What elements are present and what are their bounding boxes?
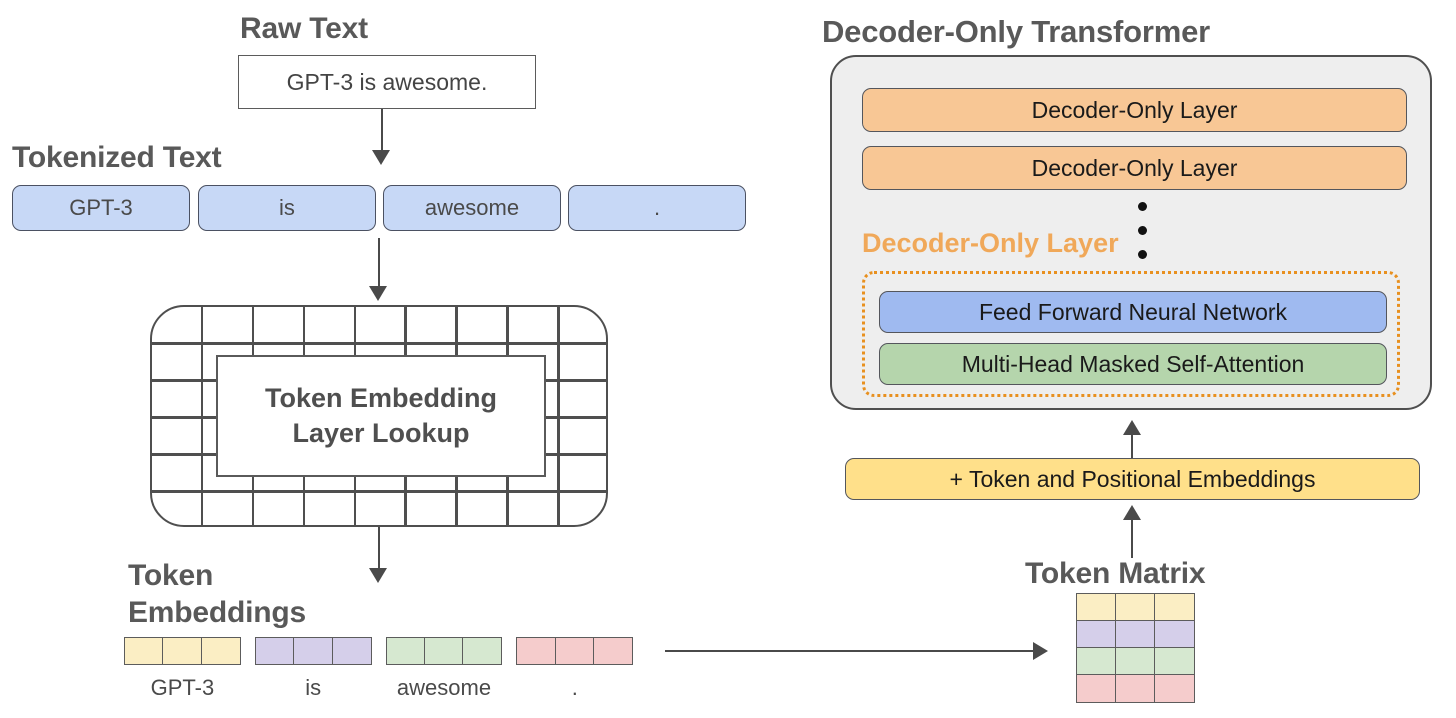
- multi-head-masked-self-attention-bar[interactable]: Multi-Head Masked Self-Attention: [879, 343, 1387, 385]
- decoder-layer-bar-0-label: Decoder-Only Layer: [1031, 96, 1238, 123]
- feed-forward-neural-network-bar[interactable]: Feed Forward Neural Network: [879, 291, 1387, 333]
- token-chip-3[interactable]: .: [568, 185, 746, 231]
- lookup-grid-row-line: [150, 490, 608, 493]
- token-embedding-group-1: [254, 637, 372, 665]
- token-chip-0[interactable]: GPT-3: [12, 185, 190, 231]
- token-embeddings-heading-line1: Token: [128, 559, 214, 592]
- token-matrix-grid: [1076, 593, 1195, 703]
- arrow-tokenized-to-lookup-shaft: [378, 238, 380, 290]
- token-embedding-group-0: [124, 637, 241, 665]
- arrow-embeddings-to-matrix-shaft: [665, 650, 1035, 652]
- decoder-layer-callout-label: Decoder-Only Layer: [862, 228, 1119, 258]
- token-embedding-group-0-label: GPT-3: [150, 675, 215, 700]
- decoder-layer-bar-1-label: Decoder-Only Layer: [1031, 154, 1238, 181]
- token-matrix-cell: [1115, 620, 1156, 649]
- decoder-layer-bar-1[interactable]: Decoder-Only Layer: [862, 146, 1407, 190]
- token-embeddings-heading-line2: Embeddings: [128, 596, 307, 629]
- token-embeddings-heading: Token Embeddings: [128, 557, 343, 631]
- feed-forward-neural-network-label: Feed Forward Neural Network: [978, 298, 1288, 325]
- token-embedding-cell: [385, 637, 426, 665]
- token-matrix-cell: [1076, 647, 1117, 676]
- token-matrix-heading: Token Matrix: [1025, 557, 1206, 590]
- arrow-posemb-to-transformer-head: [1123, 420, 1141, 435]
- vertical-ellipsis-icon: [1138, 202, 1148, 274]
- token-embedding-cell: [293, 637, 334, 665]
- token-chip-0-label: GPT-3: [69, 195, 133, 220]
- arrow-lookup-to-embeddings-head: [369, 568, 387, 583]
- token-chip-1[interactable]: is: [198, 185, 376, 231]
- token-matrix-cell: [1115, 674, 1156, 703]
- arrow-rawtext-to-tokenized-shaft: [381, 109, 383, 154]
- positional-embeddings-label: + Token and Positional Embeddings: [949, 465, 1316, 492]
- raw-text-box: GPT-3 is awesome.: [238, 55, 536, 109]
- decoder-layer-bar-0[interactable]: Decoder-Only Layer: [862, 88, 1407, 132]
- token-embedding-cell: [254, 637, 295, 665]
- arrow-rawtext-to-tokenized-head: [372, 150, 390, 165]
- lookup-label-box: Token Embedding Layer Lookup: [216, 355, 546, 477]
- token-matrix-cell: [1154, 620, 1195, 649]
- lookup-label-line2: Layer Lookup: [292, 418, 470, 448]
- token-embedding-group-2-label: awesome: [396, 675, 492, 700]
- token-embedding-group-3: [516, 637, 634, 665]
- arrow-tokenized-to-lookup-head: [369, 286, 387, 301]
- token-matrix-cell: [1076, 674, 1117, 703]
- token-embedding-cell: [124, 637, 164, 665]
- arrow-posemb-to-transformer-shaft: [1131, 423, 1133, 458]
- raw-text-value: GPT-3 is awesome.: [286, 68, 488, 95]
- multi-head-masked-self-attention-label: Multi-Head Masked Self-Attention: [961, 350, 1305, 377]
- positional-embeddings-bar[interactable]: + Token and Positional Embeddings: [845, 458, 1420, 500]
- token-embedding-cell: [593, 637, 634, 665]
- decoder-only-transformer-heading: Decoder-Only Transformer: [822, 14, 1210, 49]
- token-embedding-group-1-label: is: [305, 675, 322, 700]
- token-chip-2[interactable]: awesome: [383, 185, 561, 231]
- ellipsis-dot: [1138, 202, 1147, 211]
- ellipsis-dot: [1138, 250, 1147, 259]
- token-chip-3-label: .: [653, 195, 661, 220]
- token-chip-2-label: awesome: [424, 195, 520, 220]
- token-embedding-cell: [462, 637, 503, 665]
- token-matrix-cell: [1115, 647, 1156, 676]
- raw-text-heading: Raw Text: [240, 12, 368, 45]
- lookup-grid-row-line: [150, 342, 608, 345]
- token-embedding-lookup: Token Embedding Layer Lookup: [150, 305, 608, 527]
- tokenized-text-heading: Tokenized Text: [12, 141, 222, 174]
- token-embedding-cell: [424, 637, 464, 665]
- token-matrix-cell: [1076, 593, 1117, 622]
- token-embedding-group-3-label: .: [571, 675, 578, 700]
- token-matrix-cell: [1154, 593, 1195, 622]
- token-embedding-cell: [331, 637, 372, 665]
- token-embedding-cell: [200, 637, 241, 665]
- token-embedding-group-2: [385, 637, 503, 665]
- decoder-layer-detail-box: [862, 271, 1400, 397]
- token-matrix-cell: [1154, 647, 1195, 676]
- ellipsis-dot: [1138, 226, 1147, 235]
- arrow-lookup-to-embeddings-shaft: [378, 527, 380, 572]
- token-matrix-cell: [1115, 593, 1156, 622]
- token-matrix-cell: [1154, 674, 1195, 703]
- lookup-label-line1: Token Embedding: [264, 383, 497, 413]
- token-embedding-cell: [516, 637, 557, 665]
- token-embedding-cell: [554, 637, 595, 665]
- token-embedding-cell: [162, 637, 203, 665]
- arrow-matrix-to-posemb-head: [1123, 505, 1141, 520]
- token-chip-1-label: is: [279, 195, 295, 220]
- arrow-embeddings-to-matrix-head: [1033, 642, 1048, 660]
- token-matrix-cell: [1076, 620, 1117, 649]
- arrow-matrix-to-posemb-shaft: [1131, 520, 1133, 558]
